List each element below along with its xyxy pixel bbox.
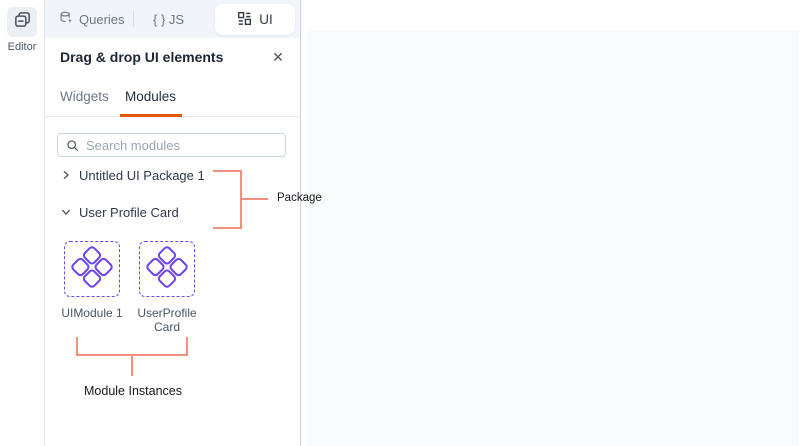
panel-tabs: Widgets Modules [45,76,300,117]
instances-bracket-right-line [186,337,188,356]
instances-annotation-label: Module Instances [84,384,182,398]
tab-widgets[interactable]: Widgets [60,76,109,117]
entity-topbar: Queries { } JS UI [45,0,300,38]
tab-modules[interactable]: Modules [125,76,176,117]
instances-bracket-left-line [76,337,78,356]
left-sidebar: Editor [0,0,45,446]
panel-header: Drag & drop UI elements ✕ [45,38,300,76]
package-annotation-label: Package [277,192,322,204]
active-tab-indicator [120,114,182,117]
tab-widgets-label: Widgets [60,89,109,104]
tree-item-module[interactable]: User Profile Card [45,202,275,222]
search-modules-box [57,133,286,157]
search-input[interactable] [86,137,266,153]
tree-item-package-label: Untitled UI Package 1 [79,167,205,183]
module-instance-card-uimodule1[interactable] [64,241,120,297]
package-bracket-stub-line [242,198,268,200]
canvas-area [302,0,802,446]
tab-ui-label: UI [259,12,273,27]
package-bracket-top-line [213,170,242,172]
database-icon [59,11,73,28]
editor-pages-icon [13,10,32,34]
search-icon [67,139,78,151]
topbar-divider [133,11,134,27]
tree-item-module-label: User Profile Card [79,204,179,220]
package-bracket-vertical-line [240,170,242,229]
chevron-right-icon[interactable] [60,169,72,181]
canvas[interactable] [307,30,799,446]
tab-js[interactable]: { } JS [153,0,184,38]
tree-item-package[interactable]: Untitled UI Package 1 [45,165,275,185]
module-diamonds-icon [66,241,118,298]
instances-bracket-horizontal-line [76,354,188,356]
editor-button-label: Editor [7,41,37,53]
module-card-label: UserProfileCard [137,306,197,334]
tab-js-label: { } JS [153,11,185,27]
panel-title: Drag & drop UI elements [60,49,224,65]
tab-queries[interactable]: Queries [59,0,125,38]
tab-queries-label: Queries [79,11,125,27]
package-bracket-bottom-line [213,227,242,229]
chevron-down-icon[interactable] [60,206,72,218]
module-instance-card-userprofilecard[interactable] [139,241,195,297]
module-diamonds-icon [141,241,193,298]
widgets-grid-icon [237,11,252,29]
close-icon[interactable]: ✕ [272,48,284,65]
ui-elements-panel: Queries { } JS UI [45,0,301,446]
editor-button[interactable] [7,7,37,37]
instances-bracket-drop-line [131,356,133,376]
tab-modules-label: Modules [125,89,177,104]
tab-ui[interactable]: UI [215,4,295,35]
module-card-label: UIModule 1 [61,306,123,320]
